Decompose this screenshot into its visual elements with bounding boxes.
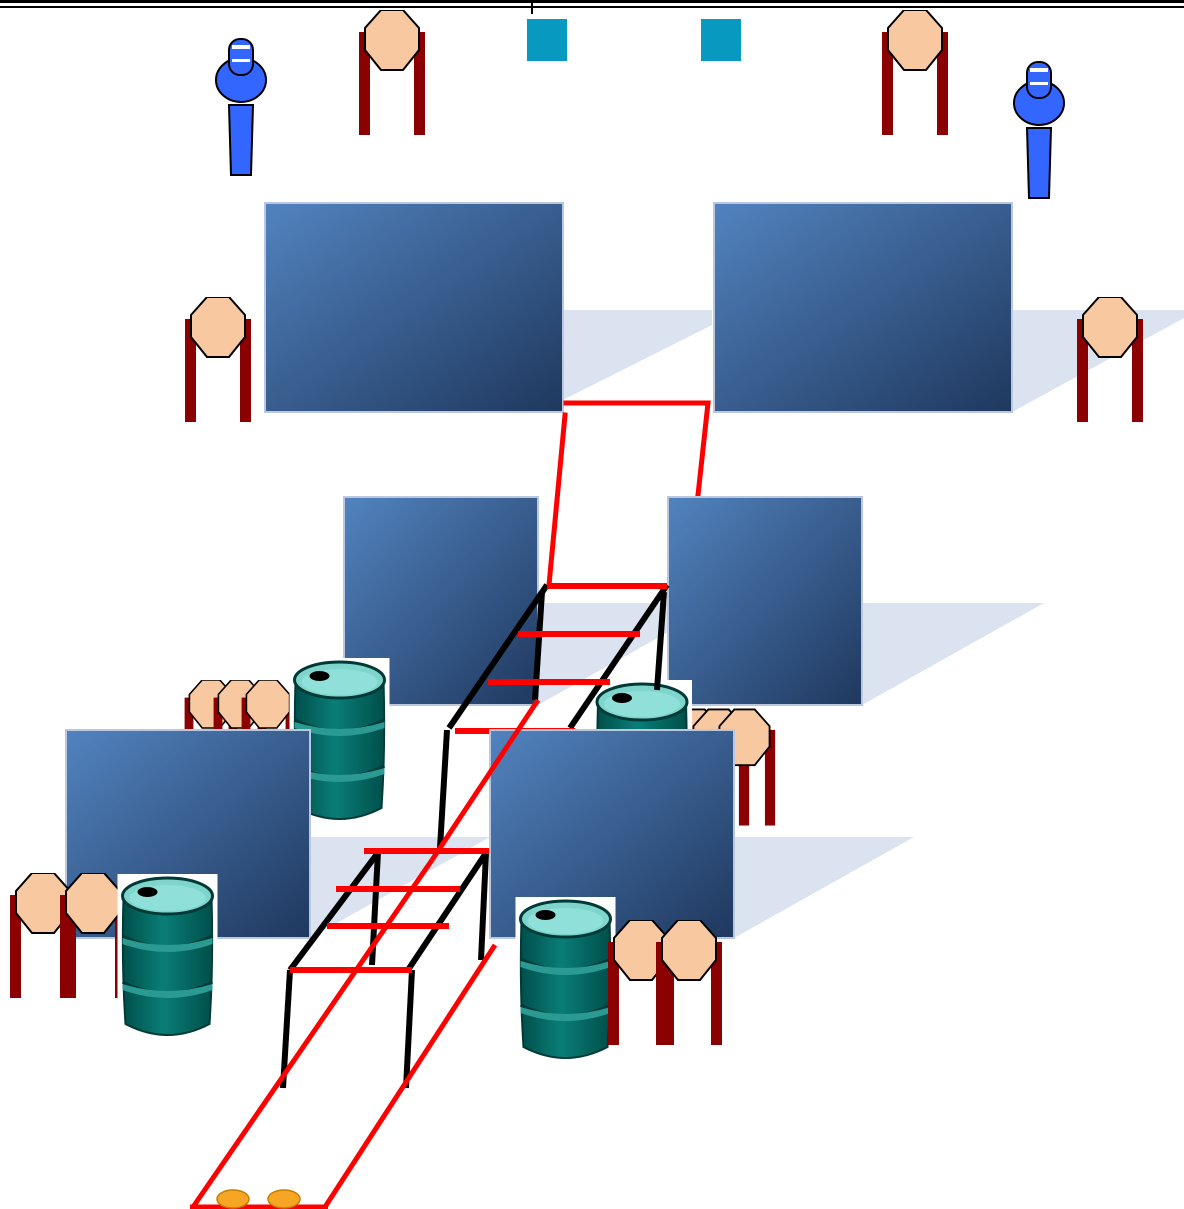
pylon-top-left: [358, 10, 426, 135]
pylon-mid-left: [184, 297, 252, 422]
teal-marker-left: [527, 19, 567, 61]
hurdle-legs-connector: [437, 729, 450, 849]
mannequin-left: [215, 38, 267, 176]
teal-marker-right: [701, 19, 741, 61]
pylon-top-right: [881, 10, 949, 135]
course-tape-upper: [546, 400, 711, 588]
cover-block-1: [264, 202, 564, 413]
pylon-bottom-right-b: [655, 920, 723, 1045]
pylon-mid-right: [1076, 297, 1144, 422]
barrel-3: [116, 874, 219, 1044]
cover-block-4: [667, 496, 863, 706]
barrel-4: [514, 897, 617, 1067]
start-disc-right: [267, 1189, 301, 1209]
course-tape-diagonal-mid: [429, 698, 541, 862]
hurdle-frame-lower: [280, 848, 489, 1089]
course-tape-lane: [190, 858, 498, 1209]
mannequin-right: [1013, 61, 1065, 199]
start-disc-left: [216, 1189, 250, 1209]
top-border: [0, 0, 1184, 14]
cover-block-2: [713, 202, 1013, 413]
